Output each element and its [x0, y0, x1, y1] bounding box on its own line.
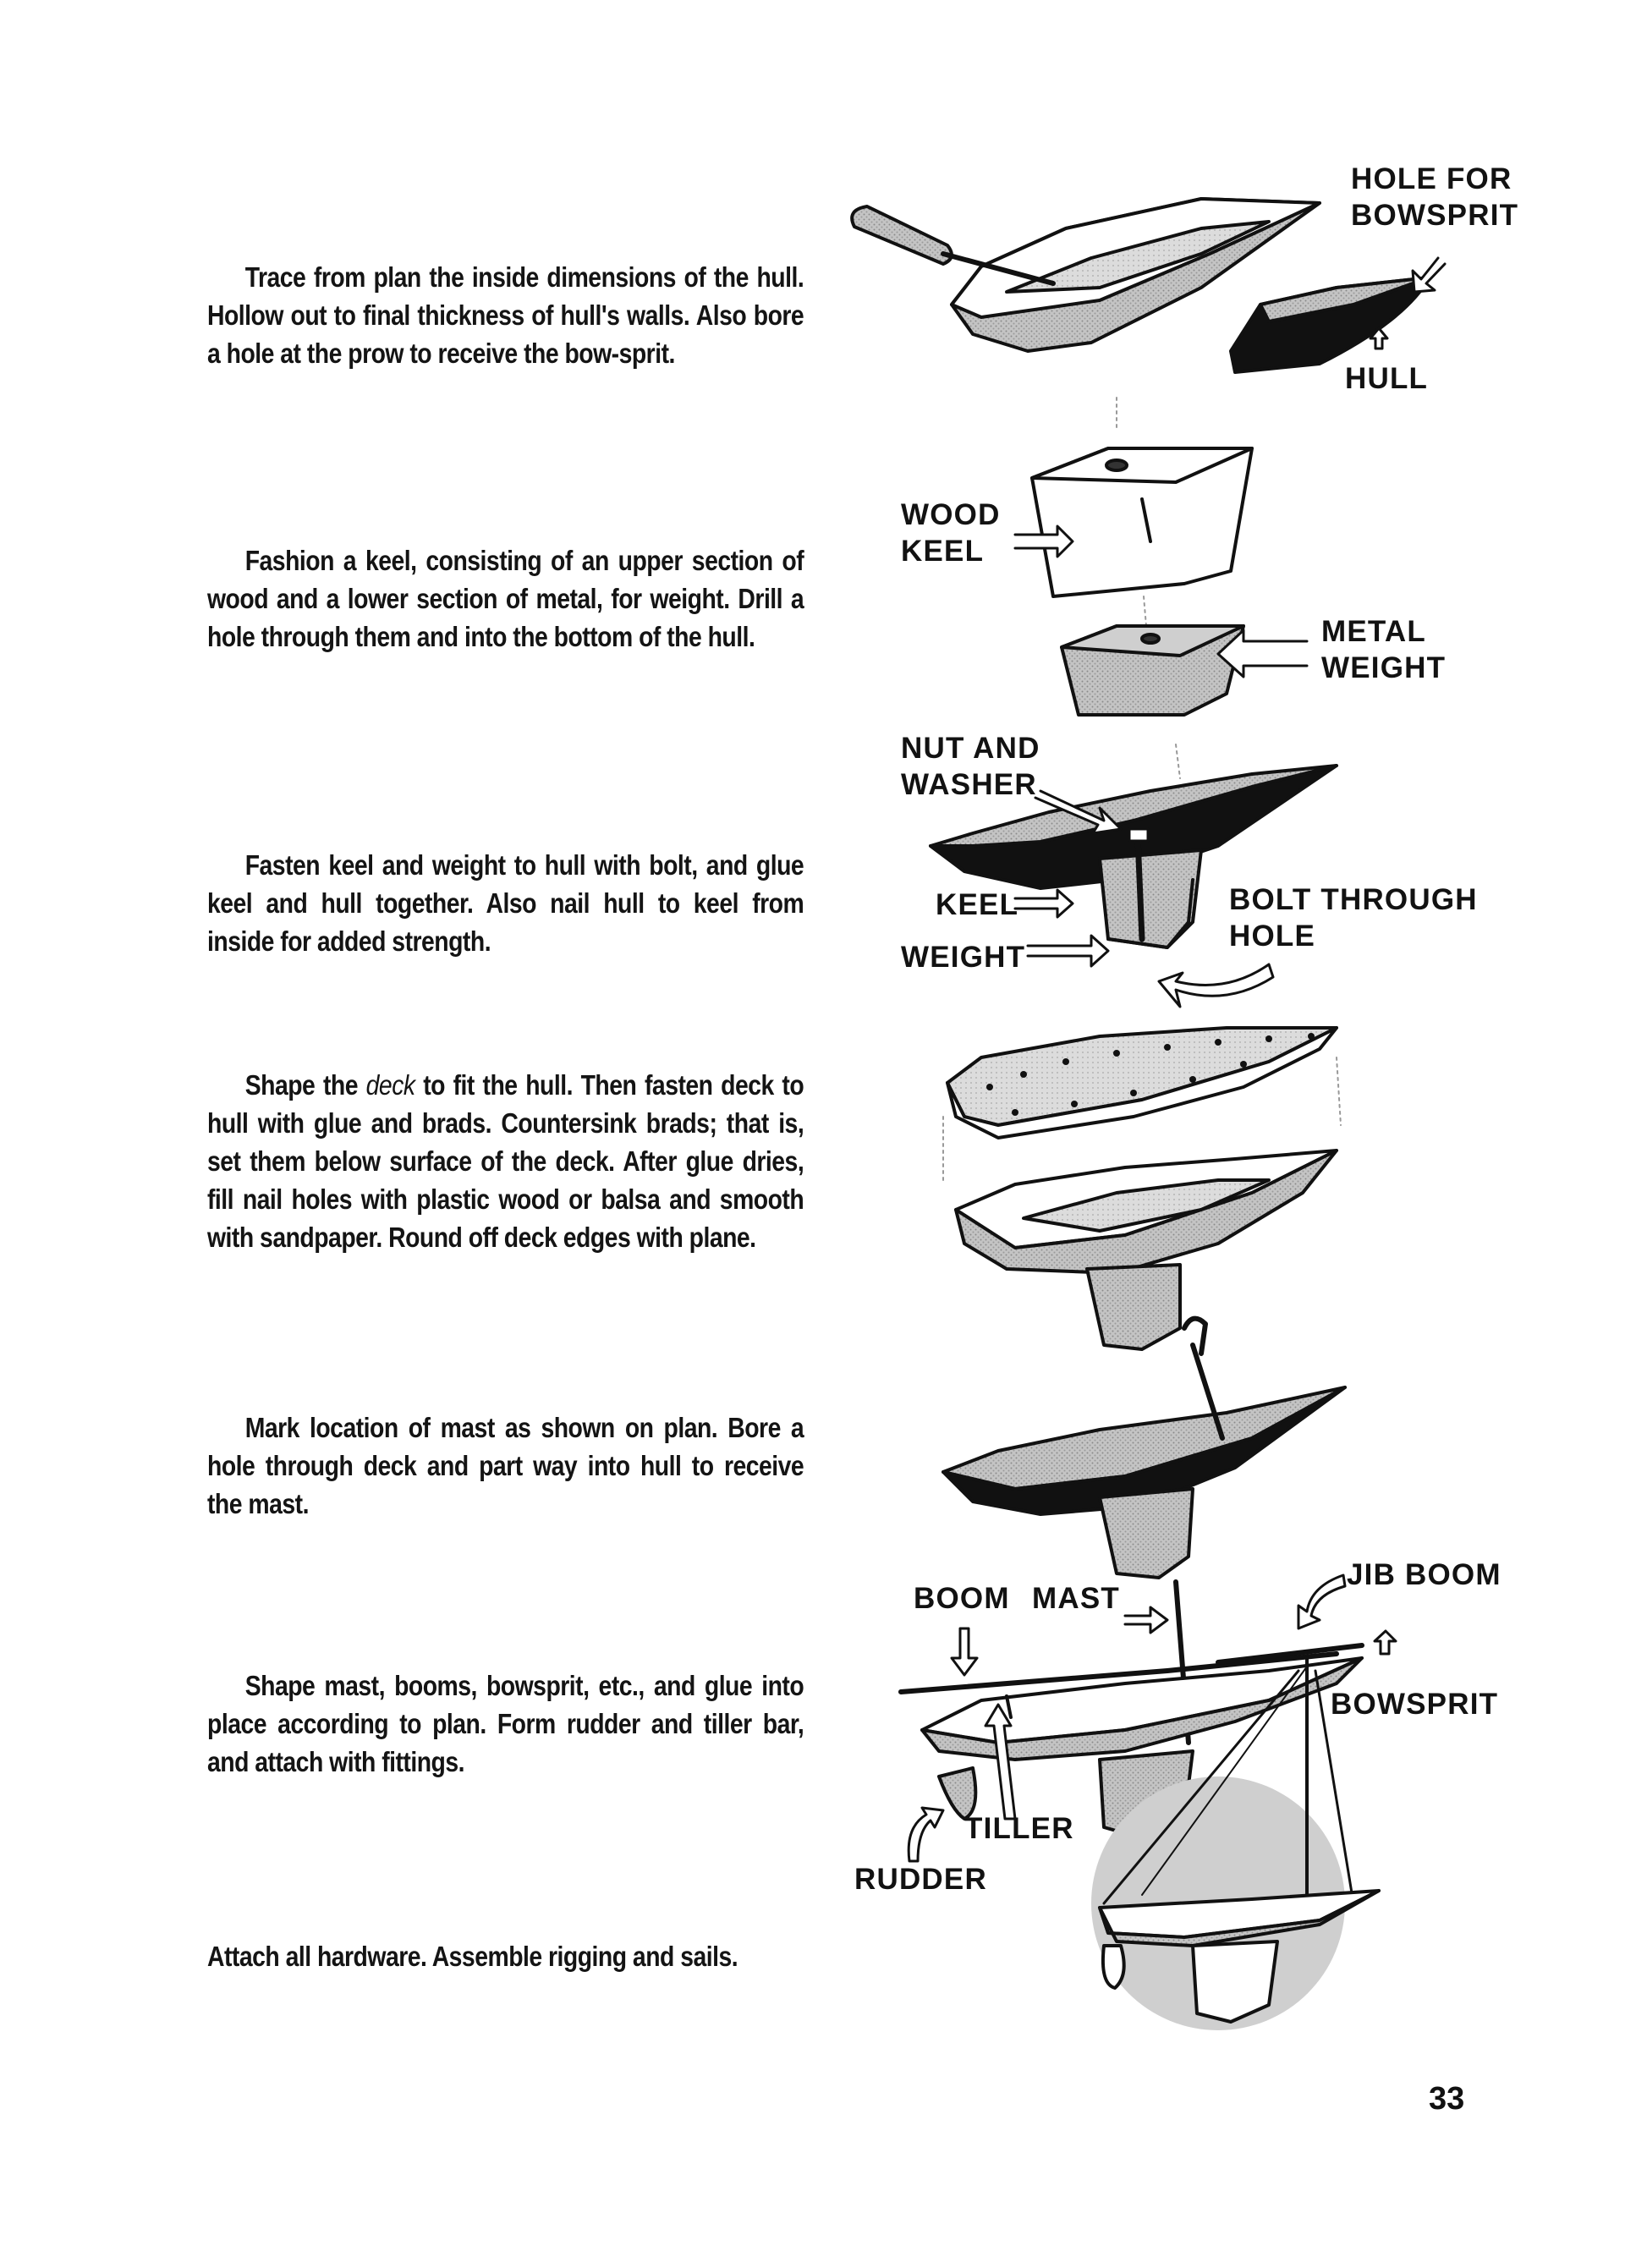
hull-arrow: [1369, 327, 1389, 350]
label-metal-weight: METAL WEIGHT: [1321, 615, 1447, 684]
bowsprit-hole-arrow: [1411, 256, 1447, 294]
label-nut-and-washer: NUT AND WASHER: [901, 732, 1040, 801]
step-6-text: Shape mast, booms, bowsprit, etc., and g…: [207, 1670, 804, 1777]
label-hole-for-bowsprit: HOLE FOR BOWSPRIT: [1351, 162, 1519, 232]
label-wood-keel: WOOD KEEL: [901, 498, 1001, 568]
deck-italic: deck: [365, 1069, 415, 1101]
label-bowsprit: BOWSPRIT: [1331, 1688, 1499, 1721]
label-keel: KEEL: [936, 888, 1019, 921]
step-7-text: Attach all hardware. Assemble rigging an…: [207, 1941, 738, 1972]
step-2-text: Fashion a keel, consisting of an upper s…: [207, 545, 804, 652]
metal-weight-figure: [1060, 624, 1309, 717]
label-tiller: TILLER: [964, 1812, 1074, 1845]
step-3-text: Fasten keel and weight to hull with bolt…: [207, 849, 804, 957]
label-boom: BOOM: [914, 1582, 1010, 1615]
keel-hull-assembly-figure: [929, 764, 1338, 949]
mast-hole-figure: [942, 1315, 1347, 1579]
label-rudder: RUDDER: [854, 1863, 987, 1896]
hollowed-hull-figure: [850, 197, 1431, 374]
step-5-text: Mark location of mast as shown on plan. …: [207, 1412, 804, 1519]
finished-sailboat-figure: [1091, 1656, 1381, 2030]
label-mast: MAST: [1032, 1582, 1120, 1615]
label-hull: HULL: [1345, 362, 1429, 395]
deck-figure: [946, 1026, 1338, 1139]
assembled-hull-booms-figure: [898, 1579, 1364, 1837]
step-4-text: Shape the deck to fit the hull. Then fas…: [207, 1069, 804, 1253]
label-jib-boom: JIB BOOM: [1347, 1558, 1501, 1591]
label-weight: WEIGHT: [901, 941, 1026, 974]
hull-with-keel-figure: [954, 1149, 1338, 1351]
page-number: 33: [1429, 2081, 1465, 2117]
wood-keel-figure: [1013, 447, 1254, 598]
label-bolt-through-hole: BOLT THROUGH HOLE: [1229, 883, 1478, 953]
step-1-text: Trace from plan the inside dimensions of…: [207, 261, 804, 369]
